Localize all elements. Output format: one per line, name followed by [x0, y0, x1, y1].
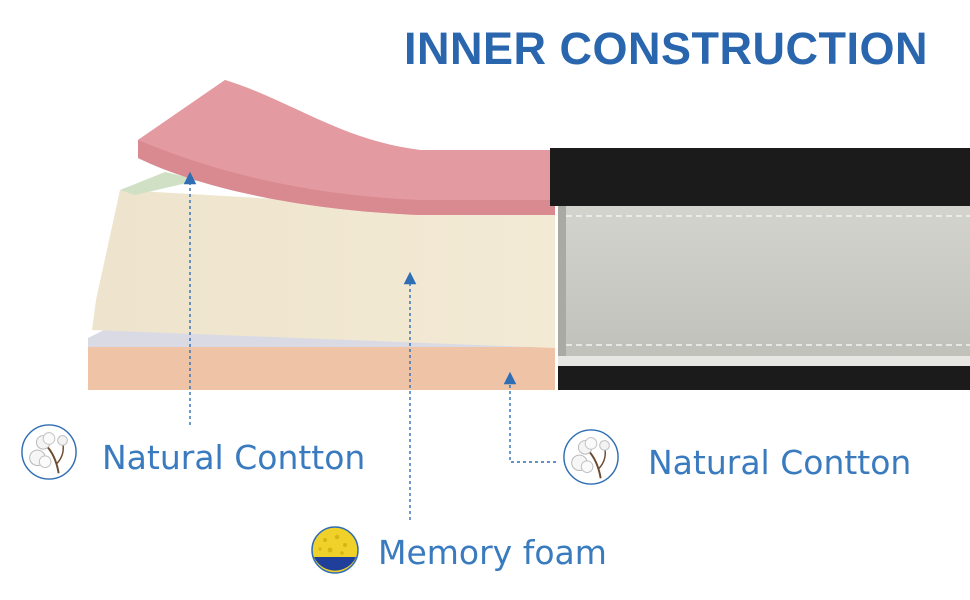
natural-cotton-label-right: Natural Contton [648, 443, 912, 482]
natural-cotton-label-left: Natural Contton [102, 438, 366, 477]
page-title: INNER CONSTRUCTION [404, 23, 928, 74]
pink-comfort-layer [138, 80, 555, 215]
callout-lines [183, 171, 556, 520]
foam-sponge-icon [311, 526, 359, 574]
arrow-right-line [503, 371, 556, 463]
memory-foam-layer [92, 172, 555, 348]
mattress-cover [550, 148, 970, 390]
cotton-flower-icon [21, 424, 77, 480]
memory-foam-label: Memory foam [378, 533, 607, 572]
cotton-flower-icon [563, 429, 619, 485]
